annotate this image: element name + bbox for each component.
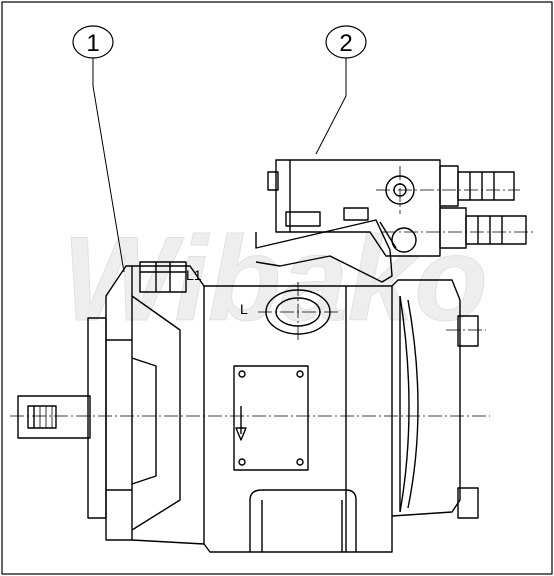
- callout-1-label: 1: [86, 30, 99, 57]
- port-label-l: L: [240, 301, 248, 317]
- callout-2: 2: [325, 25, 367, 59]
- leader-line-2: [315, 58, 347, 155]
- port-l1-fitting: [139, 261, 187, 293]
- port-label-l1: L1: [186, 267, 202, 283]
- watermark: Wibako: [62, 212, 488, 346]
- callout-2-label: 2: [339, 30, 352, 57]
- callout-1: 1: [72, 25, 114, 59]
- drive-shaft: [17, 395, 91, 439]
- nameplate: [233, 365, 309, 471]
- leader-line-1: [92, 58, 125, 273]
- pump-housing: [87, 265, 479, 553]
